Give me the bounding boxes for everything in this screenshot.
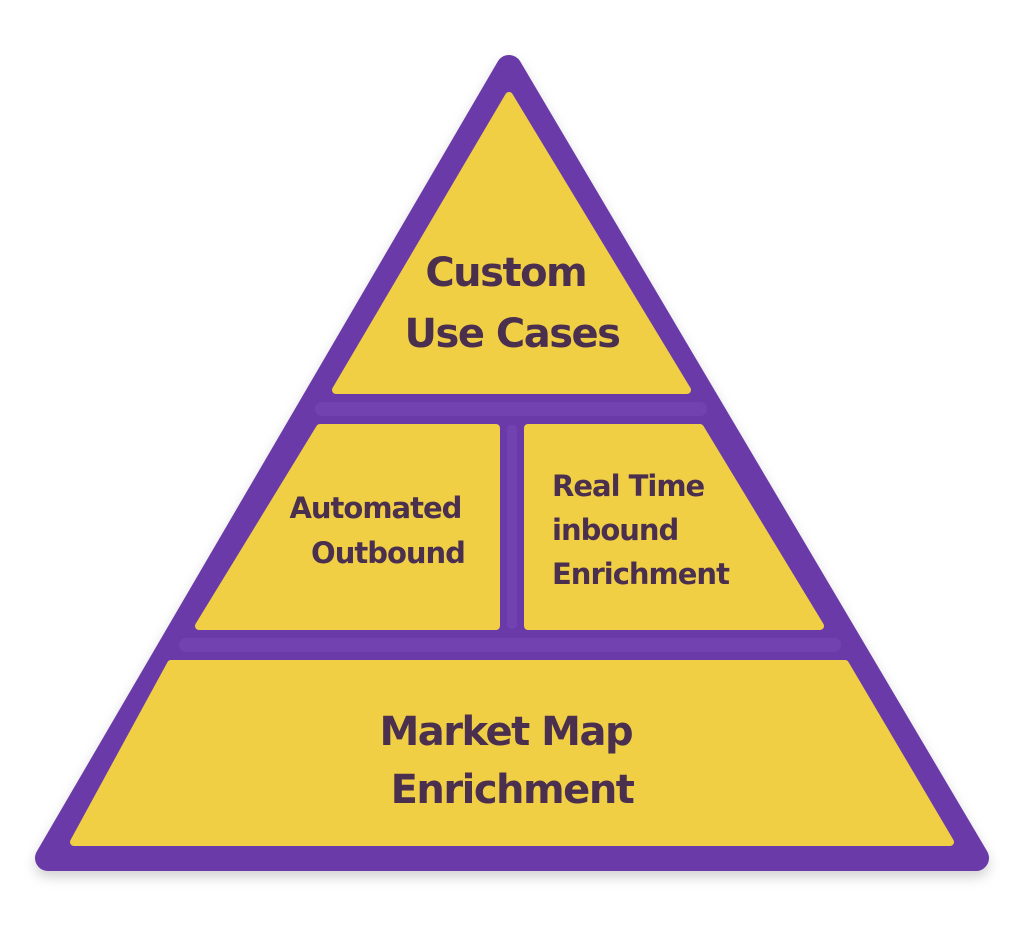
tier-middle-right-line-2: inbound [552,513,678,547]
tier-middle-right-line-3: Enrichment [552,557,730,591]
pyramid-tier-bottom [70,660,954,846]
tier-top-line-2: Use Cases [405,311,620,357]
tier-middle-left-line-1: Automated [289,491,461,525]
tier-middle-right-label: Real Time inbound Enrichment [552,469,730,591]
pyramid-tier-middle-right [524,424,824,630]
pyramid-tier-top [332,92,691,394]
tier-top-label: Custom Use Cases [405,250,620,357]
tier-middle-left-label: Automated Outbound [289,491,470,570]
tier-bottom-line-2: Enrichment [391,767,635,813]
tier-middle-right-line-1: Real Time [552,469,705,503]
tier-top-line-1: Custom [425,250,586,296]
pyramid-tier-middle-left [195,424,500,630]
tier-bottom-line-1: Market Map [379,709,632,755]
tier-bottom-label: Market Map Enrichment [379,709,644,813]
tier-middle-left-line-2: Outbound [311,536,465,570]
